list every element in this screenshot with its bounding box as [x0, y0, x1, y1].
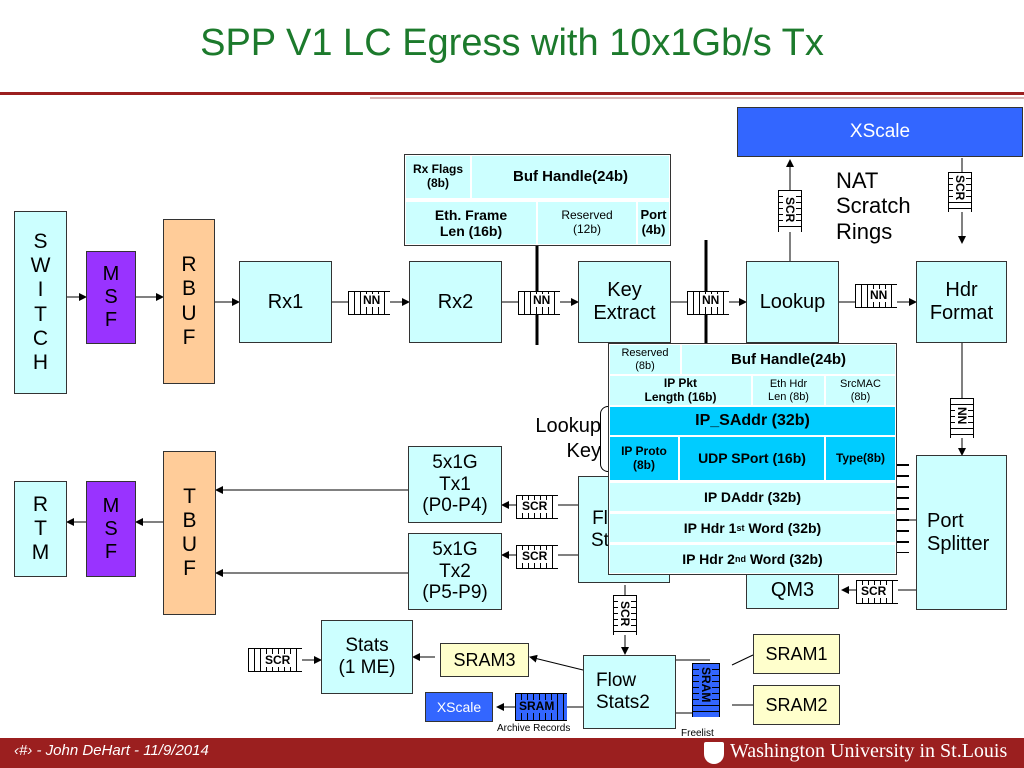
tx2-block: 5x1G Tx2 (P5-P9): [408, 533, 502, 610]
ip-hdr-label: IP Hdr 1: [683, 519, 737, 536]
field-rx-flags: Rx Flags (8b): [405, 155, 471, 199]
page-title: SPP V1 LC Egress with 10x1Gb/s Tx: [200, 22, 824, 64]
nn-ring-label: NN: [701, 293, 721, 307]
ip-hdr-label: IP Hdr 2: [682, 550, 735, 567]
splitter-ring-ticks: [897, 455, 909, 553]
field-port: Port (4b): [637, 201, 670, 245]
tbuf-block: T B U F: [163, 451, 216, 615]
key-field-eth-hdr-len: Eth Hdr Len (8b): [752, 375, 825, 406]
sram-ring-label: SRAM: [699, 666, 713, 704]
key-extract-block: Key Extract: [578, 261, 671, 343]
lookup-key-brace: [600, 406, 612, 472]
key-field-reserved: Reserved (8b): [609, 344, 681, 375]
port-splitter-block: Port Splitter: [916, 455, 1007, 610]
nn-ring-label: NN: [955, 406, 969, 426]
footer-bar: [0, 738, 1024, 768]
stats-block: Stats (1 ME): [321, 620, 413, 694]
nn-ring-label: NN: [532, 293, 552, 307]
rx1-block: Rx1: [239, 261, 332, 343]
field-eth-frame-len: Eth. Frame Len (16b): [405, 201, 537, 245]
rx2-block: Rx2: [409, 261, 502, 343]
key-field-buf-handle: Buf Handle(24b): [681, 344, 896, 375]
rbuf-block: R B U F: [163, 219, 215, 384]
lookup-block: Lookup: [746, 261, 839, 343]
msf-bottom-block: M S F: [86, 481, 136, 577]
rx-buffer-descriptor-table: Rx Flags (8b) Buf Handle(24b) Eth. Frame…: [404, 154, 671, 246]
ip-hdr-word: Word (32b): [745, 550, 823, 567]
hdr-format-block: Hdr Format: [916, 261, 1007, 343]
key-field-srcmac: SrcMAC (8b): [825, 375, 896, 406]
ip-hdr-sup: nd: [734, 553, 746, 564]
sram1-block: SRAM1: [753, 634, 840, 674]
scr-ring-label: SCR: [521, 549, 549, 563]
ip-hdr-word: Word (32b): [744, 519, 822, 536]
field-reserved: Reserved (12b): [537, 201, 637, 245]
xscale-archive-block: XScale: [425, 692, 493, 722]
nat-scratch-rings-label: NAT Scratch Rings: [836, 168, 911, 244]
xscale-block: XScale: [737, 107, 1023, 157]
key-field-ip-pkt-len: IP Pkt Length (16b): [609, 375, 752, 406]
sram2-block: SRAM2: [753, 685, 840, 725]
footer-credit: ‹#› - John DeHart - 11/9/2014: [14, 742, 209, 759]
rtm-block: R T M: [14, 481, 67, 577]
university-shield-icon: [704, 742, 724, 764]
msf-top-block: M S F: [86, 251, 136, 344]
switch-block: S W I T C H: [14, 211, 67, 394]
lookup-key-label: Lookup Key: [535, 415, 601, 462]
nn-ring-label: NN: [869, 288, 889, 302]
ip-hdr-sup: st: [736, 522, 745, 533]
scr-ring-label: SCR: [618, 600, 632, 628]
sram-ring-label: SRAM: [518, 699, 556, 713]
freelist-label: Freelist: [681, 728, 714, 739]
title-rule: [0, 92, 1024, 95]
key-field-ip-daddr: IP DAddr (32b): [609, 482, 896, 512]
tx1-block: 5x1G Tx1 (P0-P4): [408, 446, 502, 523]
sram3-block: SRAM3: [440, 643, 529, 677]
title-rule-light: [370, 97, 1024, 99]
field-buf-handle: Buf Handle(24b): [471, 155, 670, 199]
key-field-ip-saddr: IP_SAddr (32b): [609, 406, 896, 436]
key-field-type: Type(8b): [825, 436, 896, 481]
scr-ring-label: SCR: [783, 196, 797, 224]
university-wordmark: Washington University in St.Louis: [730, 740, 1008, 762]
flow-stats2-block: Flow Stats2: [583, 655, 676, 729]
key-field-udp-sport: UDP SPort (16b): [679, 436, 825, 481]
scr-ring-label: SCR: [521, 499, 549, 513]
lookup-key-table: Reserved (8b) Buf Handle(24b) IP Pkt Len…: [608, 343, 897, 575]
scr-ring-label: SCR: [264, 653, 292, 667]
scr-ring-label: SCR: [860, 584, 888, 598]
nn-ring-label: NN: [362, 293, 382, 307]
archive-records-label: Archive Records: [497, 723, 571, 734]
scr-ring-label: SCR: [953, 174, 967, 202]
key-field-ip-proto: IP Proto (8b): [609, 436, 679, 481]
